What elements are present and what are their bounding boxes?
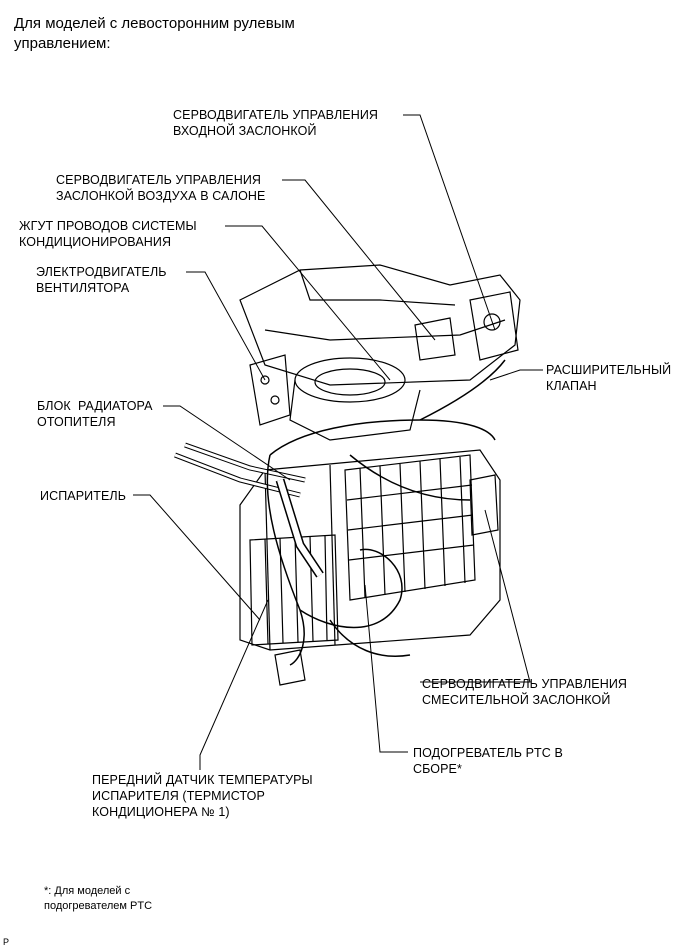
footnote: *: Для моделей с подогревателем PTC	[44, 884, 152, 914]
label-ptc-heater-line-1: ПОДОГРЕВАТЕЛЬ PTC В	[413, 746, 563, 760]
leader-lines	[133, 114, 543, 770]
label-mix-servo-line-2: СМЕСИТЕЛЬНОЙ ЗАСЛОНКОЙ	[422, 693, 611, 707]
label-evap-temp-sensor-line-1: ПЕРЕДНИЙ ДАТЧИК ТЕМПЕРАТУРЫ	[92, 773, 313, 787]
footnote-line-2: подогревателем PTC	[44, 900, 153, 912]
leader-harness	[225, 225, 391, 381]
leader-evaporator	[133, 494, 261, 621]
leader-blower-motor	[186, 271, 266, 381]
heading-line-2: управлением:	[14, 35, 111, 52]
label-evap-temp-sensor: ПЕРЕДНИЙ ДАТЧИК ТЕМПЕРАТУРЫ ИСПАРИТЕЛЯ (…	[92, 772, 313, 820]
label-blower-motor-line-2: ВЕНТИЛЯТОРА	[36, 281, 130, 295]
label-evap-temp-sensor-line-3: КОНДИЦИОНЕРА № 1)	[92, 805, 230, 819]
label-ac-harness-line-1: ЖГУТ ПРОВОДОВ СИСТЕМЫ	[19, 219, 197, 233]
page-heading: Для моделей с левосторонним рулевым упра…	[14, 14, 295, 54]
leader-ptc-heater	[364, 584, 408, 753]
label-ac-harness-line-2: КОНДИЦИОНИРОВАНИЯ	[19, 235, 172, 249]
label-cabin-air-servo: СЕРВОДВИГАТЕЛЬ УПРАВЛЕНИЯ ЗАСЛОНКОЙ ВОЗД…	[56, 172, 265, 204]
label-cabin-air-servo-line-1: СЕРВОДВИГАТЕЛЬ УПРАВЛЕНИЯ	[56, 173, 262, 187]
leader-intake-servo	[403, 114, 496, 331]
label-ptc-heater: ПОДОГРЕВАТЕЛЬ PTC В СБОРЕ*	[413, 745, 563, 777]
label-heater-core-line-1: БЛОК РАДИАТОРА	[37, 399, 153, 413]
illustration-code: P	[3, 937, 10, 947]
label-ptc-heater-line-2: СБОРЕ*	[413, 762, 462, 776]
label-heater-core-line-2: ОТОПИТЕЛЯ	[37, 415, 116, 429]
label-intake-servo-line-1: СЕРВОДВИГАТЕЛЬ УПРАВЛЕНИЯ	[173, 108, 379, 122]
label-heater-core: БЛОК РАДИАТОРА ОТОПИТЕЛЯ	[37, 398, 153, 430]
wire-harness	[266, 359, 506, 666]
unit-body	[174, 264, 521, 686]
label-cabin-air-servo-line-2: ЗАСЛОНКОЙ ВОЗДУХА В САЛОНЕ	[56, 189, 266, 203]
footnote-line-1: *: Для моделей с	[44, 885, 131, 897]
heading-line-1: Для моделей с левосторонним рулевым	[14, 15, 295, 32]
label-expansion-valve: РАСШИРИТЕЛЬНЫЙ КЛАПАН	[546, 362, 671, 394]
label-expansion-valve-line-2: КЛАПАН	[546, 379, 597, 393]
label-expansion-valve-line-1: РАСШИРИТЕЛЬНЫЙ	[546, 363, 672, 377]
label-intake-servo: СЕРВОДВИГАТЕЛЬ УПРАВЛЕНИЯ ВХОДНОЙ ЗАСЛОН…	[173, 107, 378, 139]
leader-cabin-air-servo	[282, 179, 436, 341]
leader-expansion-valve	[489, 369, 543, 381]
label-evaporator-line-1: ИСПАРИТЕЛЬ	[40, 489, 127, 503]
leader-heater-core	[163, 405, 291, 481]
leader-evap-sensor	[199, 599, 269, 770]
label-intake-servo-line-2: ВХОДНОЙ ЗАСЛОНКОЙ	[173, 124, 317, 138]
label-blower-motor: ЭЛЕКТРОДВИГАТЕЛЬ ВЕНТИЛЯТОРА	[36, 264, 167, 296]
label-ac-harness: ЖГУТ ПРОВОДОВ СИСТЕМЫ КОНДИЦИОНИРОВАНИЯ	[19, 218, 197, 250]
label-mix-servo: СЕРВОДВИГАТЕЛЬ УПРАВЛЕНИЯ СМЕСИТЕЛЬНОЙ З…	[422, 676, 627, 708]
label-evap-temp-sensor-line-2: ИСПАРИТЕЛЯ (ТЕРМИСТОР	[92, 789, 265, 803]
leader-mix-servo	[420, 509, 531, 683]
label-mix-servo-line-1: СЕРВОДВИГАТЕЛЬ УПРАВЛЕНИЯ	[422, 677, 628, 691]
label-evaporator: ИСПАРИТЕЛЬ	[40, 488, 126, 504]
label-blower-motor-line-1: ЭЛЕКТРОДВИГАТЕЛЬ	[36, 265, 167, 279]
